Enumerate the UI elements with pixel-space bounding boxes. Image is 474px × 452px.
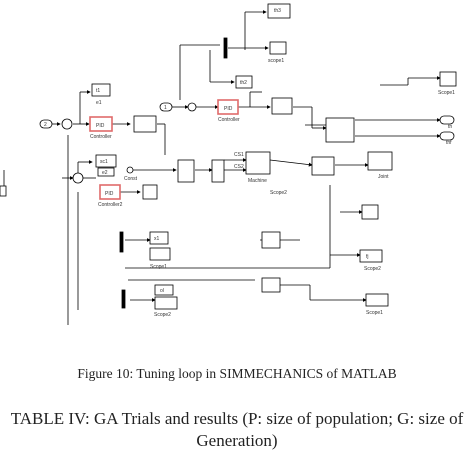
label-pid2-sub: Controller2 bbox=[98, 202, 123, 208]
label-right-1: Scope2 bbox=[364, 266, 381, 272]
mux-bottom-2[interactable] bbox=[121, 289, 126, 309]
block-sc1[interactable] bbox=[95, 154, 117, 168]
label-pid2: PID bbox=[105, 191, 114, 197]
sum-block-1[interactable] bbox=[61, 118, 73, 130]
figure-caption: Figure 10: Tuning loop in SIMMECHANICS o… bbox=[77, 366, 397, 381]
label-out-thf: thf bbox=[446, 140, 452, 146]
output-port-th[interactable] bbox=[439, 115, 455, 125]
table-caption: TABLE IV: GA Trials and results (P: size… bbox=[10, 409, 464, 450]
label-pid3-sub: Controller bbox=[218, 117, 240, 123]
label-scope-yq: Scope2 bbox=[270, 190, 287, 196]
gain-block-3[interactable] bbox=[271, 97, 293, 115]
block-x1[interactable] bbox=[149, 231, 169, 245]
label-in-1: 1 bbox=[164, 105, 167, 111]
label-joint: Joint bbox=[378, 174, 389, 180]
output-port-thf[interactable] bbox=[439, 131, 455, 141]
mux-bottom-1[interactable] bbox=[119, 231, 124, 253]
label-right-3: Scope1 bbox=[366, 310, 383, 316]
label-in-2: 2 bbox=[44, 122, 47, 128]
label-t1: t1 bbox=[96, 88, 100, 94]
gain-block-2[interactable] bbox=[142, 184, 158, 200]
scope-mid[interactable] bbox=[149, 247, 171, 261]
label-sc1: sc1 bbox=[100, 159, 108, 165]
label-x1: x1 bbox=[154, 236, 160, 242]
label-out-th: th bbox=[448, 124, 452, 130]
block-lower-right-2[interactable] bbox=[359, 249, 383, 263]
label-ol: ol bbox=[160, 288, 164, 294]
gain-block-lower-1[interactable] bbox=[261, 231, 281, 249]
block-lower-right-1[interactable] bbox=[361, 204, 379, 220]
mux-center[interactable] bbox=[177, 159, 195, 183]
constant-block[interactable] bbox=[126, 166, 134, 174]
left-edge-port[interactable] bbox=[0, 185, 7, 197]
gain-block-lower-2[interactable] bbox=[261, 277, 281, 293]
label-e1: e1 bbox=[96, 100, 102, 106]
block-e2[interactable] bbox=[97, 167, 115, 177]
joint-block[interactable] bbox=[325, 117, 355, 143]
demux-center[interactable] bbox=[211, 159, 225, 183]
label-pid3: PID bbox=[224, 106, 233, 112]
label-pid1: PID bbox=[96, 123, 105, 129]
block-ol[interactable] bbox=[154, 284, 174, 296]
label-scope-bot: Scope2 bbox=[154, 312, 171, 318]
label-cs1: CS1 bbox=[234, 152, 244, 158]
label-cs2: CS2 bbox=[234, 164, 244, 170]
label-pid1-sub: Controller bbox=[90, 134, 112, 140]
mux-top[interactable] bbox=[223, 37, 228, 59]
input-port-1[interactable] bbox=[159, 102, 173, 112]
add-block[interactable] bbox=[311, 156, 335, 176]
label-e2: e2 bbox=[102, 170, 108, 176]
label-machine: Machine bbox=[248, 178, 267, 184]
block-top-right[interactable] bbox=[267, 3, 291, 19]
block-top-right-2[interactable] bbox=[439, 71, 457, 87]
machine-right[interactable] bbox=[367, 151, 393, 171]
label-th3: th3 bbox=[274, 8, 281, 14]
block-t1[interactable] bbox=[91, 83, 111, 97]
sum-block-3[interactable] bbox=[72, 172, 84, 184]
pid-controller-3[interactable] bbox=[217, 99, 239, 115]
label-scope-mid: Scope1 bbox=[150, 264, 167, 270]
label-right-2: fj bbox=[366, 254, 369, 260]
gain-block-1[interactable] bbox=[133, 115, 157, 133]
scope-bottom[interactable] bbox=[154, 296, 178, 310]
label-scope-top: scope1 bbox=[268, 58, 284, 64]
scope-top[interactable] bbox=[269, 41, 287, 55]
pid-controller-1[interactable] bbox=[89, 116, 113, 132]
label-scope-q: Scope1 bbox=[438, 90, 455, 96]
pid-controller-2[interactable] bbox=[99, 184, 121, 200]
block-lower-right-3[interactable] bbox=[365, 293, 389, 307]
block-e-top[interactable] bbox=[235, 75, 253, 89]
simulink-diagram: 2 1 t1 e1 PID Controller sc1 e2 PID Cont… bbox=[0, 3, 457, 325]
label-th2: th2 bbox=[240, 80, 247, 86]
label-const: Const bbox=[124, 176, 138, 182]
machine-block[interactable] bbox=[245, 151, 271, 175]
sum-block-2[interactable] bbox=[187, 102, 197, 112]
input-port-2[interactable] bbox=[39, 119, 53, 129]
